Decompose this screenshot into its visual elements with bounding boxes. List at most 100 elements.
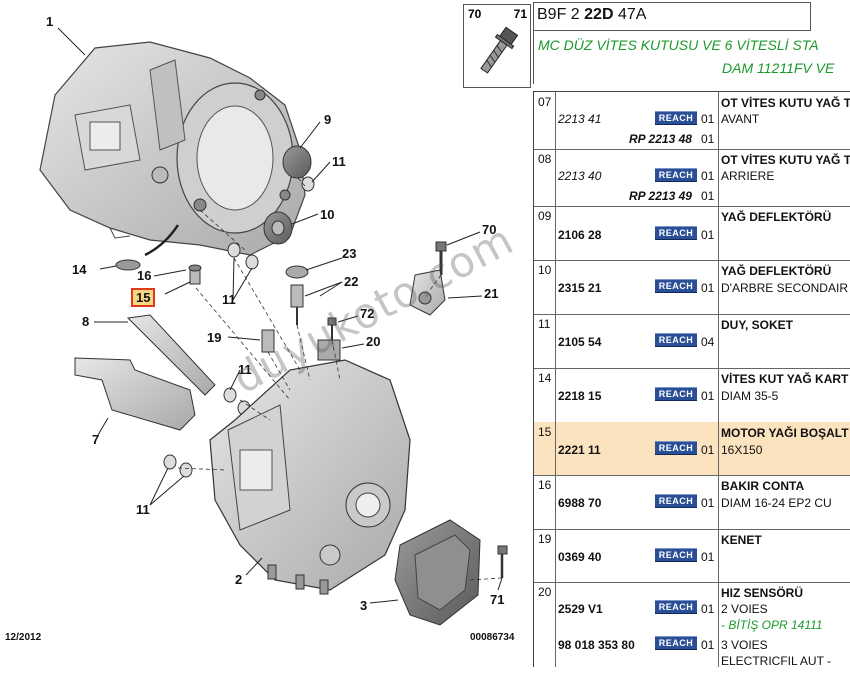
description-title: MOTOR YAĞI BOŞALT (721, 426, 849, 440)
inset-label-right: 71 (513, 7, 527, 21)
callout-11: 11 (222, 292, 236, 307)
bolt-inset-box: 70 71 (463, 4, 531, 88)
callout-16: 16 (137, 268, 152, 283)
part-20-speed-sensor (317, 339, 341, 361)
quantity: 01 (701, 169, 715, 183)
table-row[interactable]: 09 2106 28 REACH 01 YAĞ DEFLEKTÖRÜ (534, 206, 850, 261)
part-reference[interactable]: 2106 28 (558, 228, 602, 242)
diagram-code: 00086734 (470, 632, 515, 643)
table-row[interactable]: 08 2213 40 REACH 01 RP 2213 49 01 OT VİT… (534, 149, 850, 207)
description-detail: D'ARBRE SECONDAIR (721, 281, 848, 295)
part-7-rail (74, 357, 196, 431)
reach-badge: REACH (655, 494, 697, 508)
callout-9: 9 (324, 112, 332, 127)
callout-3: 3 (360, 598, 368, 613)
reach-badge: REACH (655, 279, 697, 293)
row-number: 14 (538, 371, 552, 385)
assembly-guide-lines (177, 177, 503, 581)
description-title: BAKIR CONTA (721, 479, 805, 493)
reach-badge: REACH (655, 387, 697, 401)
description-title: KENET (721, 533, 762, 547)
part-11-socket-upper (301, 176, 315, 192)
subtitle-line-2: DAM 11211FV VE (722, 60, 835, 76)
part-reference[interactable]: 6988 70 (558, 496, 602, 510)
callout-8: 8 (82, 314, 90, 329)
callout-7: 7 (92, 432, 100, 447)
description-detail: AVANT (721, 112, 760, 126)
reach-badge: REACH (655, 600, 697, 614)
part-reference[interactable]: 0369 40 (558, 550, 602, 564)
table-row[interactable]: 07 2213 41 REACH 01 RP 2213 48 01 OT VİT… (534, 92, 850, 150)
callout-70: 70 (482, 222, 497, 237)
callout-11: 11 (238, 362, 252, 377)
reach-badge: REACH (655, 441, 697, 455)
part-23-cap (285, 265, 309, 325)
callout-leader-lines (57, 27, 503, 604)
part-14-gasket (115, 259, 141, 271)
callout-15-highlighted[interactable]: 15 (131, 288, 156, 307)
callout-22: 22 (344, 274, 359, 289)
row-number: 16 (538, 478, 552, 492)
reach-badge: REACH (655, 111, 697, 125)
rp-reference[interactable]: RP 2213 49 (629, 189, 692, 203)
description-detail: 16X150 (721, 443, 763, 457)
rp-reference[interactable]: RP 2213 48 (629, 132, 692, 146)
part-9-cover-disc (282, 145, 312, 179)
callout-11: 11 (332, 154, 346, 169)
row-number: 10 (538, 263, 552, 277)
description-detail: DIAM 16-24 EP2 CU (721, 496, 832, 510)
part-reference[interactable]: 2213 40 (558, 169, 602, 183)
table-row[interactable]: 14 2218 15 REACH 01 VİTES KUT YAĞ KART D… (534, 368, 850, 423)
part-reference[interactable]: 2105 54 (558, 335, 602, 349)
part-reference[interactable]: 2315 21 (558, 281, 602, 295)
table-row[interactable]: 20 2529 V1 REACH 01 98 018 353 80 REACH … (534, 582, 850, 668)
part-reference-alt[interactable]: 98 018 353 80 (558, 638, 635, 652)
reach-badge: REACH (655, 226, 697, 240)
title-prefix: B9F 2 (537, 6, 580, 23)
description-note: - BİTİŞ OPR 14111 (721, 618, 823, 632)
diagram-drawing (39, 27, 508, 626)
row-number: 11 (538, 317, 551, 331)
callout-1: 1 (46, 14, 54, 29)
part-reference[interactable]: 2221 11 (558, 443, 601, 457)
table-row[interactable]: 11 2105 54 REACH 04 DUY, SOKET (534, 314, 850, 369)
table-row[interactable]: 16 6988 70 REACH 01 BAKIR CONTA DIAM 16-… (534, 475, 850, 530)
part-2-gearbox-casing (209, 359, 411, 595)
description-title: YAĞ DEFLEKTÖRÜ (721, 264, 832, 278)
row-number: 19 (538, 532, 552, 546)
description-title: VİTES KUT YAĞ KART (721, 372, 849, 386)
description-detail-alt-2: ELECTRICFIL AUT - (721, 654, 832, 668)
header-title-box (533, 2, 811, 31)
part-reference[interactable]: 2218 15 (558, 389, 602, 403)
quantity: 01 (701, 496, 715, 510)
part-10-deflector (263, 211, 293, 245)
quantity: 01 (701, 112, 715, 126)
title-suffix: 47A (617, 6, 647, 23)
page-title: B9F 2 22D 47A (537, 6, 646, 24)
table-row[interactable]: 10 2315 21 REACH 01 YAĞ DEFLEKTÖRÜ D'ARB… (534, 260, 850, 315)
part-reference[interactable]: 2213 41 (558, 112, 602, 126)
table-row[interactable]: 19 0369 40 REACH 01 KENET (534, 529, 850, 583)
quantity: 01 (701, 443, 715, 457)
table-row-highlighted[interactable]: 15 2221 11 REACH 01 MOTOR YAĞI BOŞALT 16… (534, 422, 850, 476)
callout-23: 23 (342, 246, 357, 261)
row-number: 07 (538, 95, 552, 109)
rp-quantity: 01 (701, 189, 715, 203)
row-number: 15 (538, 425, 552, 439)
header-subtitle: MC DÜZ VİTES KUTUSU VE 6 VİTESLİ STA DAM… (533, 29, 850, 84)
callout-14: 14 (72, 262, 87, 277)
rp-quantity: 01 (701, 132, 715, 146)
description-title: HIZ SENSÖRÜ (721, 586, 804, 600)
row-number: 09 (538, 209, 552, 223)
part-reference[interactable]: 2529 V1 (558, 602, 603, 616)
part-71-bolt (497, 545, 508, 578)
callout-21: 21 (484, 286, 499, 301)
title-bold: 22D (584, 6, 614, 23)
quantity: 04 (701, 335, 715, 349)
quantity-alt: 01 (701, 638, 715, 652)
exploded-parts-diagram: 1 9 11 10 14 16 11 23 22 70 15 21 72 8 1… (5, 4, 531, 643)
reach-badge: REACH (655, 548, 697, 562)
description-title: OT VİTES KUTU YAĞ T (721, 96, 850, 110)
quantity: 01 (701, 602, 715, 616)
callout-2: 2 (235, 572, 243, 587)
